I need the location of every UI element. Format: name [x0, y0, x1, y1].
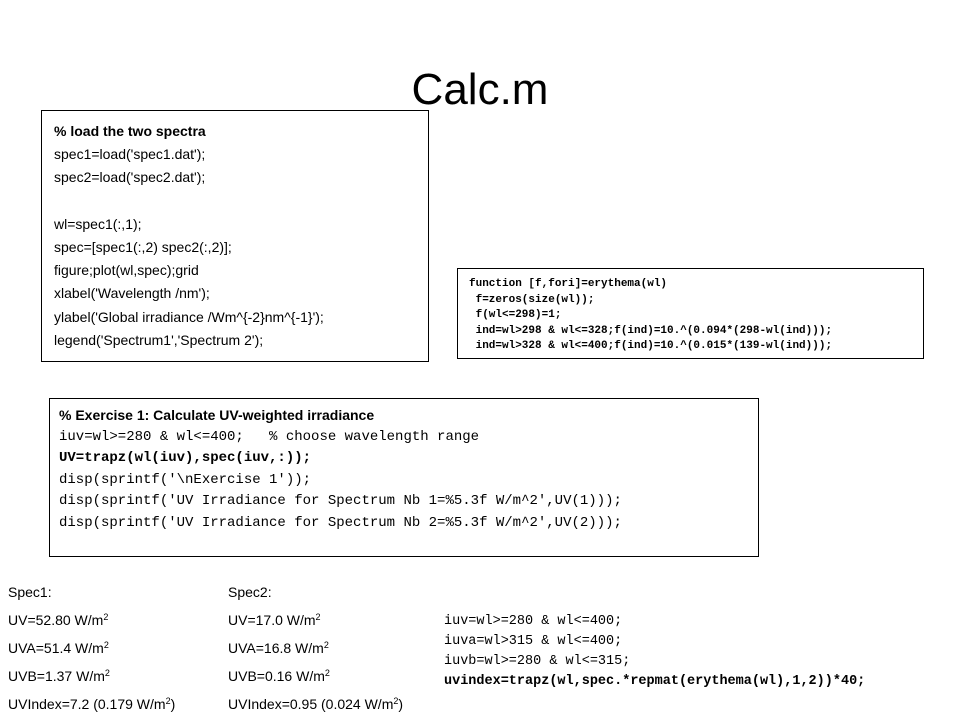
code-line: figure;plot(wl,spec);grid [54, 262, 199, 279]
code-line: function [f,fori]=erythema(wl) [469, 278, 668, 290]
code-line: UV=trapz(wl(iuv),spec(iuv,:)); [59, 450, 312, 467]
code-line: ind=wl>298 & wl<=328;f(ind)=10.^(0.094*(… [469, 324, 833, 337]
code-line: spec2=load('spec2.dat'); [54, 169, 206, 186]
spec1-uva: UVA=51.4 W/m2 [8, 634, 175, 662]
code-line: legend('Spectrum1','Spectrum 2'); [54, 331, 264, 348]
value-text: UVA=16.8 W/m [228, 640, 324, 656]
code-line-blank [54, 190, 428, 213]
spec2-uvb: UVB=0.16 W/m2 [228, 662, 403, 690]
code-line: xlabel('Wavelength /nm'); [54, 285, 210, 302]
spec2-uv: UV=17.0 W/m2 [228, 606, 403, 634]
code-line: spec1=load('spec1.dat'); [54, 146, 206, 163]
code-line: iuv=wl>=280 & wl<=400; % choose waveleng… [59, 428, 480, 445]
spec1-uvb: UVB=1.37 W/m2 [8, 662, 175, 690]
code-line: ind=wl>328 & wl<=400;f(ind)=10.^(0.015*(… [469, 340, 833, 352]
spec1-uv: UV=52.80 W/m2 [8, 606, 175, 634]
uvindex-code-snippet: iuv=wl>=280 & wl<=400; iuva=wl>315 & wl<… [444, 612, 865, 692]
code-line: iuv=wl>=280 & wl<=400; [444, 614, 623, 629]
spec2-uvindex: UVIndex=0.95 (0.024 W/m2) [228, 690, 403, 718]
code-line: f(wl<=298)=1; [469, 309, 562, 321]
code-comment: % Exercise 1: Calculate UV-weighted irra… [59, 407, 375, 423]
code-line: iuva=wl>315 & wl<=400; [444, 634, 623, 649]
spec1-results: Spec1: UV=52.80 W/m2 UVA=51.4 W/m2 UVB=1… [8, 578, 175, 718]
value-text: UV=52.80 W/m [8, 612, 104, 628]
code-line: iuvb=wl>=280 & wl<=315; [444, 654, 631, 669]
code-line: disp(sprintf('UV Irradiance for Spectrum… [59, 514, 622, 531]
value-text: UVB=1.37 W/m [8, 668, 105, 684]
load-spectra-code-box: % load the two spectra spec1=load('spec1… [41, 110, 429, 362]
code-line: spec=[spec1(:,2) spec2(:,2)]; [54, 238, 232, 255]
exercise-code-box: % Exercise 1: Calculate UV-weighted irra… [49, 398, 759, 557]
code-line: uvindex=trapz(wl,spec.*repmat(erythema(w… [444, 674, 866, 689]
slide-title: Calc.m [411, 65, 549, 114]
exponent: 2 [315, 612, 321, 622]
spec2-results: Spec2: UV=17.0 W/m2 UVA=16.8 W/m2 UVB=0.… [228, 578, 403, 718]
code-line: disp(sprintf('\nExercise 1')); [59, 471, 312, 488]
value-text: UV=17.0 W/m [228, 612, 316, 628]
erythema-function-code-box: function [f,fori]=erythema(wl) f=zeros(s… [457, 268, 924, 359]
value-text: UVB=0.16 W/m [228, 668, 325, 684]
paren: ) [398, 696, 404, 712]
value-text: UVIndex=0.95 (0.024 W/m [228, 696, 394, 712]
spec2-heading: Spec2: [228, 584, 272, 600]
code-comment: % load the two spectra [54, 123, 206, 139]
exponent: 2 [103, 640, 109, 650]
code-line: disp(sprintf('UV Irradiance for Spectrum… [59, 493, 622, 510]
exponent: 2 [324, 668, 330, 678]
code-line: f=zeros(size(wl)); [469, 293, 595, 306]
paren: ) [170, 696, 176, 712]
code-line: ylabel('Global irradiance /Wm^{-2}nm^{-1… [54, 308, 324, 325]
value-text: UVA=51.4 W/m [8, 640, 104, 656]
code-line: wl=spec1(:,1); [54, 215, 142, 232]
exponent: 2 [165, 696, 171, 706]
exponent: 2 [323, 640, 329, 650]
value-text: UVIndex=7.2 (0.179 W/m [8, 696, 166, 712]
spec1-heading: Spec1: [8, 584, 52, 600]
exponent: 2 [103, 612, 109, 622]
spec2-uva: UVA=16.8 W/m2 [228, 634, 403, 662]
exponent: 2 [393, 696, 399, 706]
spec1-uvindex: UVIndex=7.2 (0.179 W/m2) [8, 690, 175, 718]
exponent: 2 [104, 668, 110, 678]
